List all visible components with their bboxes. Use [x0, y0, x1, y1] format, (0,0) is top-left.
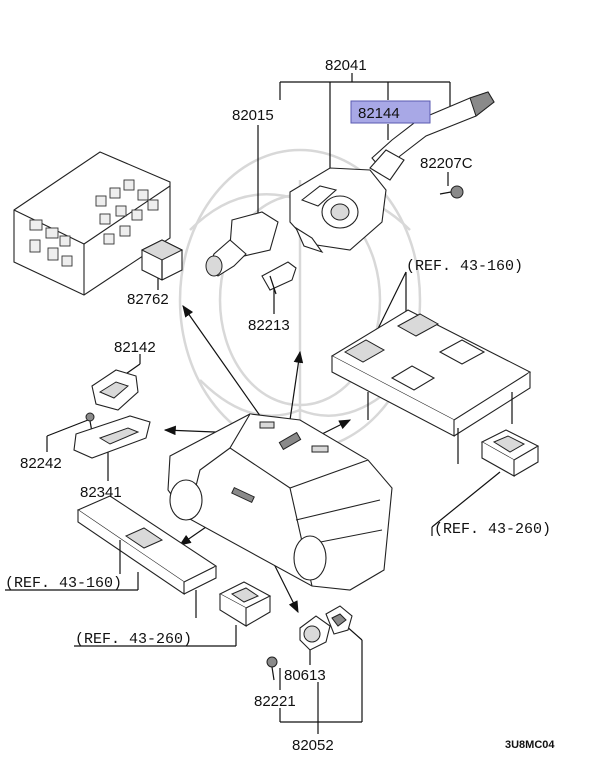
part-label-82142[interactable]: 82142	[114, 339, 156, 356]
window-switch-left-panel-illustration	[76, 495, 218, 618]
part-label-82015[interactable]: 82015	[232, 107, 274, 124]
part-label-82207c[interactable]: 82207C	[420, 155, 473, 172]
part-label-82221[interactable]: 82221	[254, 693, 296, 710]
part-label-82041[interactable]: 82041	[325, 57, 367, 74]
part-label-82144[interactable]: 82144	[358, 105, 400, 122]
bracket-82142-illustration	[91, 369, 139, 411]
ref-label-43-160-top[interactable]: (REF. 43-160)	[406, 258, 523, 275]
window-switch-bottom-illustration	[218, 581, 272, 627]
part-label-82213[interactable]: 82213	[248, 317, 290, 334]
ref-label-43-160-left[interactable]: (REF. 43-160)	[5, 575, 122, 592]
bolt-82207c-illustration	[439, 185, 464, 199]
ref-label-43-260-right[interactable]: (REF. 43-260)	[434, 521, 551, 538]
part-label-82341[interactable]: 82341	[80, 484, 122, 501]
combination-switch-illustration	[205, 91, 495, 277]
bracket-82052-illustration	[325, 605, 353, 635]
clamp-82213-illustration	[261, 261, 297, 295]
part-label-82242[interactable]: 82242	[20, 455, 62, 472]
ref-label-43-260-bottom[interactable]: (REF. 43-260)	[75, 631, 192, 648]
leader-lines	[5, 73, 501, 734]
lamp-switch-80613-illustration	[299, 615, 331, 651]
panel-82341-illustration	[73, 415, 151, 459]
part-highlight-box	[350, 100, 431, 124]
part-label-82052[interactable]: 82052	[292, 737, 334, 754]
relay-82762-illustration	[140, 239, 184, 281]
part-label-80613[interactable]: 80613	[284, 667, 326, 684]
screw-82221-illustration	[266, 656, 278, 681]
vehicle-outline-illustration	[167, 413, 393, 591]
part-label-82762[interactable]: 82762	[127, 291, 169, 308]
junction-block-illustration	[13, 151, 184, 296]
window-switch-assembly-top-illustration	[330, 309, 532, 464]
window-switch-right-illustration	[480, 429, 540, 477]
diagram-code: 3U8MC04	[505, 739, 555, 751]
